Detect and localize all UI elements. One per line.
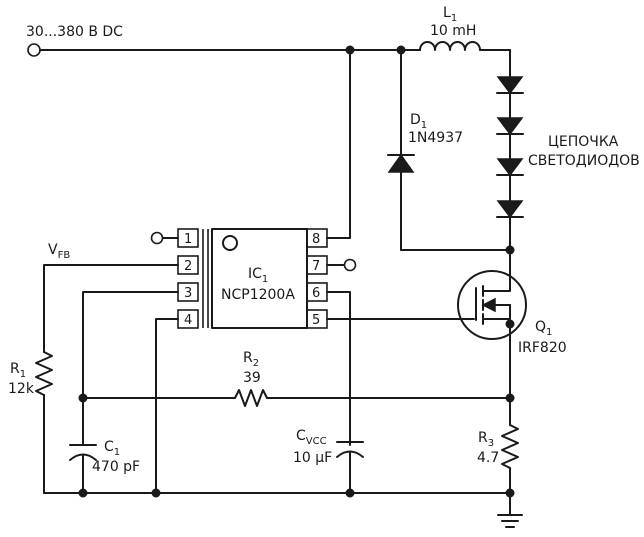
svg-text:3: 3 bbox=[184, 286, 192, 301]
r1-value: 12k bbox=[8, 381, 35, 397]
junction-gnd-cvcc bbox=[345, 488, 355, 498]
pin3-wire bbox=[82, 291, 179, 399]
supply-label: 30...380 В DC bbox=[26, 24, 123, 40]
r3-ref: R3 bbox=[478, 430, 494, 449]
led-chain bbox=[496, 76, 524, 219]
pin8-wire bbox=[326, 49, 351, 239]
led-diode-2 bbox=[496, 117, 524, 136]
d1-ref: D1 bbox=[410, 112, 427, 131]
ic1-ref: IC1 bbox=[248, 266, 268, 285]
ic1-pin-6: 6 bbox=[306, 282, 328, 302]
led-chain-label-line1: ЦЕПОЧКА bbox=[548, 134, 619, 150]
led-diode-3 bbox=[496, 158, 524, 177]
ic1-pin-4: 4 bbox=[177, 309, 199, 329]
q1-part: IRF820 bbox=[518, 340, 567, 356]
resistor-r2 bbox=[234, 389, 268, 407]
c1-ref: C1 bbox=[104, 439, 120, 458]
resistor-r3 bbox=[501, 424, 519, 469]
l1-value: 10 mH bbox=[430, 23, 476, 39]
svg-text:4: 4 bbox=[184, 313, 192, 328]
svg-text:7: 7 bbox=[312, 259, 320, 274]
vfb-label: VFB bbox=[48, 242, 70, 261]
ic1-pin-1: 1 bbox=[177, 228, 199, 248]
r3-value: 4.7 bbox=[477, 450, 499, 466]
led-chain-label-line2: СВЕТОДИОДОВ bbox=[528, 153, 640, 169]
ic1-pin-2: 2 bbox=[177, 255, 199, 275]
ic1-pin-3: 3 bbox=[177, 282, 199, 302]
svg-text:1: 1 bbox=[184, 232, 192, 247]
led-diode-1 bbox=[496, 76, 524, 95]
c1-value: 470 pF bbox=[92, 459, 140, 475]
r2-ref: R2 bbox=[243, 350, 259, 369]
ic1-pin-5: 5 bbox=[306, 309, 328, 329]
ground-symbol bbox=[497, 492, 523, 528]
pin4-wire bbox=[155, 318, 179, 494]
diode-d1 bbox=[387, 153, 415, 173]
svg-text:2: 2 bbox=[184, 259, 192, 274]
svg-text:8: 8 bbox=[312, 232, 320, 247]
r2-value: 39 bbox=[243, 370, 261, 386]
svg-text:5: 5 bbox=[312, 313, 320, 328]
l1-ref: L1 bbox=[443, 5, 457, 24]
vfb-wire bbox=[43, 264, 179, 353]
inductor-l1 bbox=[419, 41, 511, 51]
junction-gnd-c1 bbox=[78, 488, 88, 498]
supply-terminal bbox=[27, 43, 41, 57]
junction-gnd-pin4 bbox=[151, 488, 161, 498]
r1-ref: R1 bbox=[10, 361, 26, 380]
ic1-pin-8: 8 bbox=[306, 228, 328, 248]
pin1-terminal bbox=[150, 231, 164, 245]
cvcc-value: 10 µF bbox=[293, 450, 332, 466]
d1-part: 1N4937 bbox=[408, 130, 463, 146]
q1-ref: Q1 bbox=[535, 319, 552, 338]
pin6-wire bbox=[326, 291, 351, 446]
pin7-terminal bbox=[343, 258, 357, 272]
ic1-package bbox=[202, 228, 308, 329]
led-diode-4 bbox=[496, 200, 524, 219]
mosfet-q1 bbox=[457, 249, 527, 340]
svg-text:6: 6 bbox=[312, 286, 320, 301]
cvcc-ref: CVCC bbox=[296, 428, 327, 447]
ic1-part: NCP1200A bbox=[221, 287, 295, 303]
ic1-pin-7: 7 bbox=[306, 255, 328, 275]
resistor-r1 bbox=[35, 351, 53, 396]
